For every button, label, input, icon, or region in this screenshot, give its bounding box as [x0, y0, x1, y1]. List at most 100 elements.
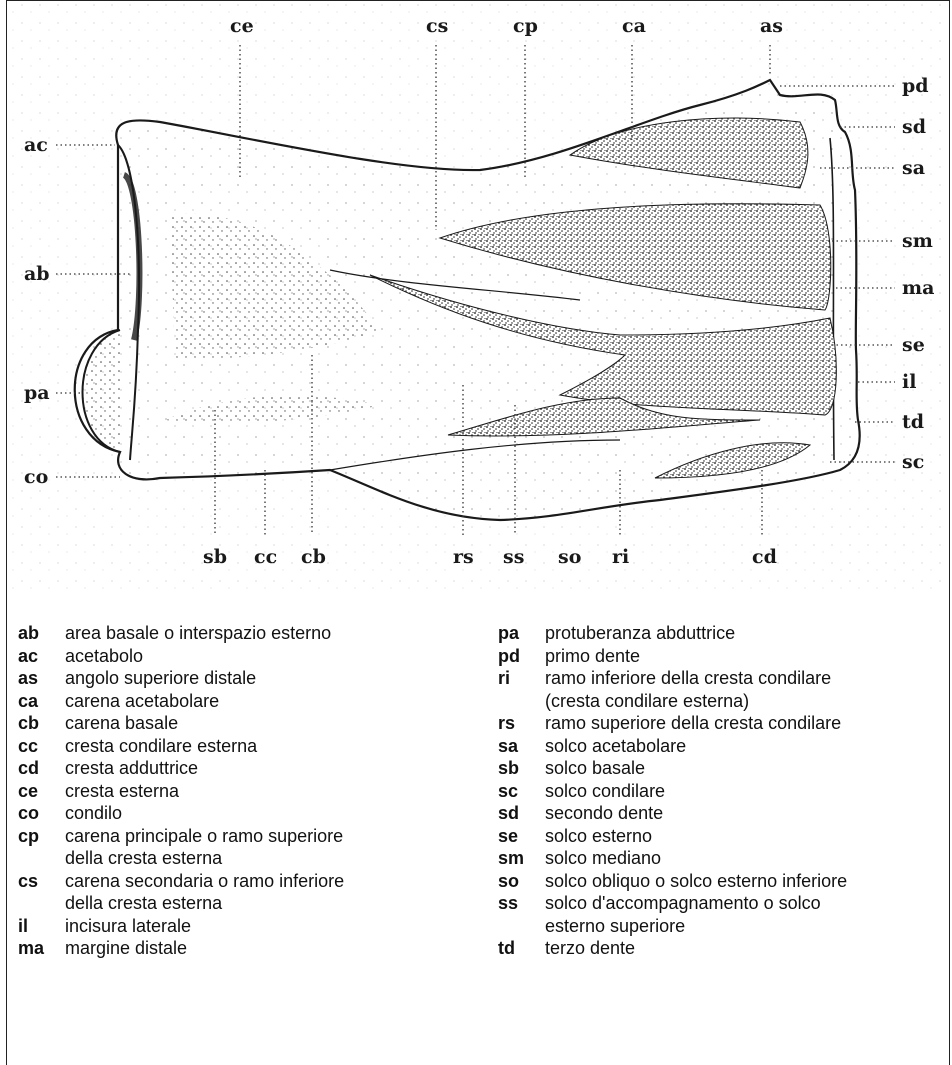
legend-desc-line: ramo inferiore della cresta condilare [545, 668, 831, 688]
legend-abbr: il [18, 915, 65, 938]
legend-desc: ramo inferiore della cresta condilare (cr… [545, 667, 952, 712]
label-pd: pd [902, 75, 929, 97]
legend-abbr: se [498, 825, 545, 848]
legend-entry: cocondilo [18, 802, 478, 825]
label-ca: ca [622, 15, 646, 37]
legend-abbr: ce [18, 780, 65, 803]
legend-desc-line: carena principale o ramo superiore [65, 826, 343, 846]
legend-abbr: pd [498, 645, 545, 668]
label-sc: sc [902, 451, 924, 473]
legend-abbr: cs [18, 870, 65, 915]
legend-entry: riramo inferiore della cresta condilare (… [498, 667, 952, 712]
legend-entry: ilincisura laterale [18, 915, 478, 938]
label-cc: cc [254, 546, 277, 568]
label-ma: ma [902, 277, 934, 299]
legend-abbr: cb [18, 712, 65, 735]
label-cs: cs [426, 15, 448, 37]
legend-abbr: ri [498, 667, 545, 712]
legend-desc: carena basale [65, 712, 478, 735]
label-cp: cp [513, 15, 538, 37]
legend-desc: solco acetabolare [545, 735, 952, 758]
label-as: as [760, 15, 783, 37]
legend-abbr: cc [18, 735, 65, 758]
legend-entry: asangolo superiore distale [18, 667, 478, 690]
legend-entry: scsolco condilare [498, 780, 952, 803]
label-ac: ac [24, 134, 48, 156]
legend-abbr: td [498, 937, 545, 960]
legend-desc: area basale o interspazio esterno [65, 622, 478, 645]
label-so: so [558, 546, 581, 568]
legend-abbr: rs [498, 712, 545, 735]
label-sm: sm [902, 230, 933, 252]
legend-entry: tdterzo dente [498, 937, 952, 960]
legend-desc: secondo dente [545, 802, 952, 825]
label-cb: cb [301, 546, 326, 568]
legend-desc: primo dente [545, 645, 952, 668]
legend-entry: abarea basale o interspazio esterno [18, 622, 478, 645]
legend-desc: terzo dente [545, 937, 952, 960]
label-td: td [902, 411, 924, 433]
legend-desc-line: (cresta condilare esterna) [545, 691, 749, 711]
legend-abbr: so [498, 870, 545, 893]
label-cd: cd [752, 546, 777, 568]
legend-abbr: pa [498, 622, 545, 645]
legend-desc: cresta adduttrice [65, 757, 478, 780]
legend-desc: solco mediano [545, 847, 952, 870]
label-il: il [902, 371, 916, 393]
legend-desc: solco basale [545, 757, 952, 780]
legend-desc: angolo superiore distale [65, 667, 478, 690]
legend-abbr: sm [498, 847, 545, 870]
legend-desc: solco obliquo o solco esterno inferiore [545, 870, 952, 893]
legend-abbr: ma [18, 937, 65, 960]
label-ri: ri [612, 546, 629, 568]
label-ss: ss [503, 546, 524, 568]
label-rs: rs [453, 546, 474, 568]
legend-abbr: cd [18, 757, 65, 780]
legend-desc: protuberanza abduttrice [545, 622, 952, 645]
legend-desc: carena acetabolare [65, 690, 478, 713]
legend-abbr: ss [498, 892, 545, 937]
legend-desc: ramo superiore della cresta condilare [545, 712, 952, 735]
legend-entry: cpcarena principale o ramo superioredell… [18, 825, 478, 870]
legend-desc: acetabolo [65, 645, 478, 668]
label-sb: sb [203, 546, 227, 568]
legend-desc-line: della cresta esterna [65, 848, 222, 868]
legend-desc: incisura laterale [65, 915, 478, 938]
legend-desc: solco condilare [545, 780, 952, 803]
legend-desc: margine distale [65, 937, 478, 960]
label-ce: ce [230, 15, 254, 37]
legend-abbr: as [18, 667, 65, 690]
legend-desc: cresta esterna [65, 780, 478, 803]
legend-desc: solco esterno [545, 825, 952, 848]
legend-desc: condilo [65, 802, 478, 825]
label-se: se [902, 334, 925, 356]
legend-abbr: sa [498, 735, 545, 758]
legend-abbr: ca [18, 690, 65, 713]
legend-abbr: co [18, 802, 65, 825]
label-sa: sa [902, 157, 925, 179]
legend-abbr: sd [498, 802, 545, 825]
legend-desc: cresta condilare esterna [65, 735, 478, 758]
legend-abbr: sc [498, 780, 545, 803]
label-co: co [24, 466, 48, 488]
legend-desc: solco d'accompagnamento o solcoesterno s… [545, 892, 952, 937]
